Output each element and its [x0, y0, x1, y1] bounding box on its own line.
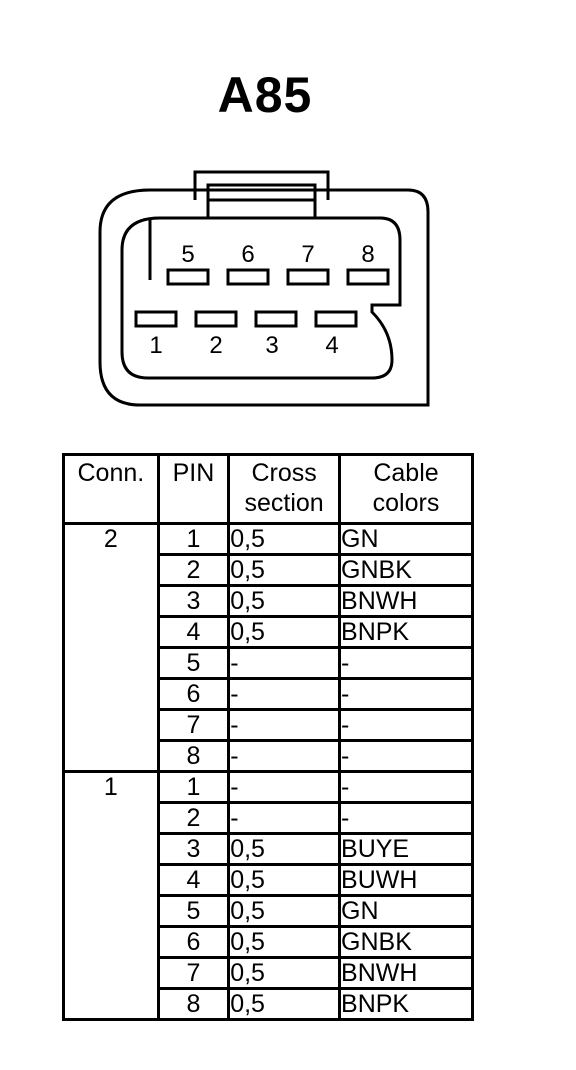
cable-color-cell: GNBK: [338, 553, 474, 587]
cable-color-cell: GN: [338, 522, 474, 556]
cable-color-cell: -: [338, 770, 474, 804]
header-conn: Conn.: [62, 453, 160, 525]
pin-cell: 6: [156, 677, 231, 711]
cable-color-cell: BNWH: [338, 956, 474, 990]
table-header-row: Conn. PIN Cross section Cable colors: [62, 453, 474, 525]
table-row: 5--: [64, 646, 474, 680]
cross-section-cell: 0,5: [227, 925, 342, 959]
header-color-line1: Cable: [373, 459, 439, 487]
cable-color-cell: GNBK: [338, 925, 474, 959]
pin-label-2: 2: [209, 332, 222, 359]
cable-color-cell: BNWH: [338, 584, 474, 618]
pin-cell: 5: [156, 894, 231, 928]
cross-section-cell: -: [227, 801, 342, 835]
cross-section-cell: 0,5: [227, 553, 342, 587]
cross-section-cell: -: [227, 739, 342, 773]
pin-cell: 1: [156, 770, 231, 804]
conn-cell: 2: [62, 522, 160, 773]
table-row: 8--: [64, 739, 474, 773]
pin-label-7: 7: [301, 241, 314, 268]
pin-label-3: 3: [265, 332, 278, 359]
connector-housing-outer: [98, 188, 430, 407]
connector-diagram: 5 6 7 8 1 2 3 4: [98, 170, 430, 407]
pin-cell: 6: [156, 925, 231, 959]
pin-label-1: 1: [149, 332, 162, 359]
cross-section-cell: -: [227, 646, 342, 680]
connector-latch: [193, 170, 330, 200]
pin-cell: 3: [156, 584, 231, 618]
pin-cell: 2: [156, 801, 231, 835]
pin-cell: 2: [156, 553, 231, 587]
cross-section-cell: -: [227, 708, 342, 742]
header-cross-line2: section: [244, 489, 324, 517]
table-row: 6--: [64, 677, 474, 711]
cable-color-cell: BNPK: [338, 987, 474, 1021]
header-pin: PIN: [156, 453, 231, 525]
pin-cell: 8: [156, 987, 231, 1021]
pin-slot-6: [226, 268, 270, 286]
pin-slot-3: [254, 310, 298, 328]
cross-section-cell: 0,5: [227, 584, 342, 618]
cable-color-cell: -: [338, 646, 474, 680]
table-row: 2--: [64, 801, 474, 835]
pin-label-4: 4: [325, 332, 338, 359]
header-cable-colors: Cable colors: [338, 453, 474, 525]
cable-color-cell: -: [338, 677, 474, 711]
cable-color-cell: BUYE: [338, 832, 474, 866]
pin-cell: 8: [156, 739, 231, 773]
pin-cell: 4: [156, 863, 231, 897]
cable-color-cell: -: [338, 708, 474, 742]
connector-title: A85: [217, 67, 313, 123]
pin-cell: 5: [156, 646, 231, 680]
pin-slot-1: [134, 310, 178, 328]
pin-slot-4: [314, 310, 358, 328]
cross-section-cell: 0,5: [227, 894, 342, 928]
cable-color-cell: -: [338, 739, 474, 773]
cross-section-cell: 0,5: [227, 863, 342, 897]
pin-slot-7: [286, 268, 330, 286]
cable-color-cell: BNPK: [338, 615, 474, 649]
pin-cell: 4: [156, 615, 231, 649]
header-cross-line1: Cross: [251, 459, 317, 487]
cross-section-cell: 0,5: [227, 615, 342, 649]
pin-label-8: 8: [361, 241, 374, 268]
cross-section-cell: 0,5: [227, 956, 342, 990]
table-row: 7--: [64, 708, 474, 742]
connector-housing-inner: [120, 216, 402, 380]
pin-slot-5: [166, 268, 210, 286]
pin-cell: 7: [156, 708, 231, 742]
header-cross-section: Cross section: [227, 453, 342, 525]
pin-cell: 7: [156, 956, 231, 990]
cross-section-cell: 0,5: [227, 832, 342, 866]
pin-slot-2: [194, 310, 238, 328]
cable-color-cell: GN: [338, 894, 474, 928]
cable-color-cell: -: [338, 801, 474, 835]
cable-color-cell: BUWH: [338, 863, 474, 897]
pin-cell: 3: [156, 832, 231, 866]
conn-cell: 1: [62, 770, 160, 1021]
cross-section-cell: -: [227, 770, 342, 804]
pin-label-5: 5: [181, 241, 194, 268]
cross-section-cell: 0,5: [227, 522, 342, 556]
cross-section-cell: 0,5: [227, 987, 342, 1021]
pin-cell: 1: [156, 522, 231, 556]
pin-slot-8: [346, 268, 390, 286]
header-color-line2: colors: [372, 489, 440, 517]
pin-label-6: 6: [241, 241, 254, 268]
cross-section-cell: -: [227, 677, 342, 711]
